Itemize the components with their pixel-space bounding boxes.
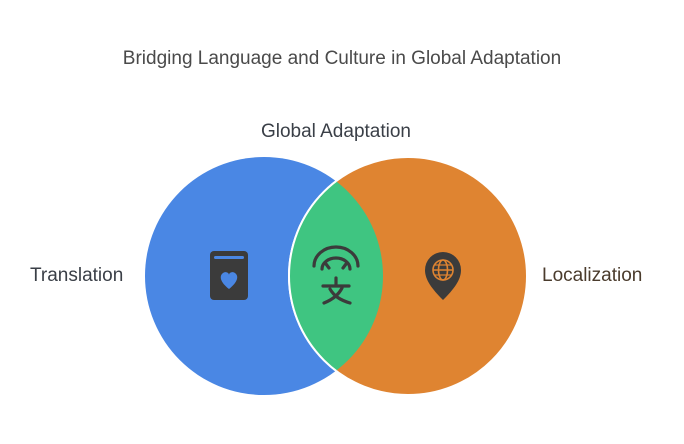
overlap-region [288,157,383,395]
localization-label: Localization [542,265,643,286]
book-heart-icon [210,251,248,300]
page-title: Bridging Language and Culture in Global … [122,48,562,69]
globe-location-icon [425,252,461,300]
intersection-label: Global Adaptation [260,121,411,142]
translation-label: Translation [30,265,124,286]
translate-language-icon [312,245,360,305]
